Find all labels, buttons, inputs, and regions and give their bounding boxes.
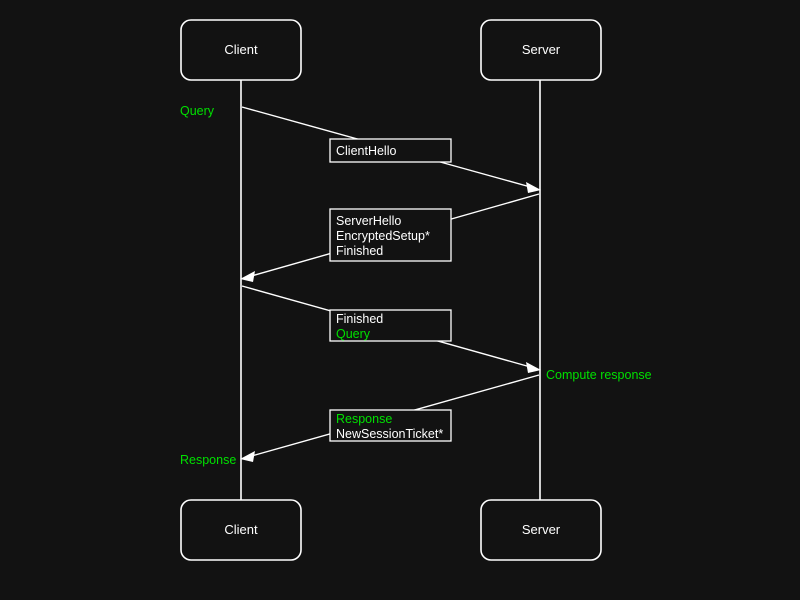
label-query-left: Query — [180, 104, 215, 118]
actor-server-top[interactable]: Server — [480, 19, 602, 81]
label-response-left: Response — [180, 453, 236, 467]
message-box-finished-query[interactable]: Finished Query — [329, 309, 452, 342]
message-line: ServerHello — [336, 214, 401, 228]
message-line: NewSessionTicket* — [336, 427, 443, 441]
label-compute-response: Compute response — [546, 368, 652, 382]
message-line-highlight: Query — [336, 327, 371, 341]
message-box-server-hello[interactable]: ServerHello EncryptedSetup* Finished — [329, 208, 452, 262]
message-box-client-hello[interactable]: ClientHello — [329, 138, 452, 163]
actor-label: Client — [224, 522, 258, 537]
message-line: ClientHello — [336, 144, 396, 158]
actor-client-top[interactable]: Client — [180, 19, 302, 81]
actor-server-bottom[interactable]: Server — [480, 499, 602, 561]
message-line-highlight: Response — [336, 412, 392, 426]
message-line: Finished — [336, 312, 383, 326]
actor-label: Server — [522, 522, 561, 537]
actor-client-bottom[interactable]: Client — [180, 499, 302, 561]
actor-label: Client — [224, 42, 258, 57]
message-line: Finished — [336, 244, 383, 258]
message-line: EncryptedSetup* — [336, 229, 430, 243]
message-box-response-ticket[interactable]: Response NewSessionTicket* — [329, 409, 452, 442]
actor-label: Server — [522, 42, 561, 57]
